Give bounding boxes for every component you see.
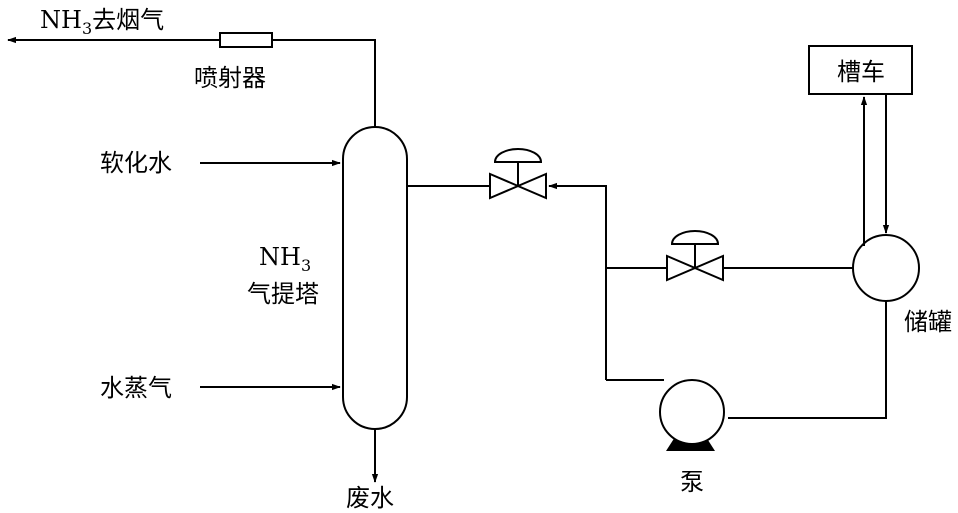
exhaust-line — [7, 36, 376, 128]
softened-water-label: 软化水 — [100, 149, 172, 177]
ejector — [219, 32, 273, 48]
storage-tank-label: 储罐 — [904, 308, 952, 336]
storage-tank — [852, 234, 920, 302]
ejector-label: 喷射器 — [194, 64, 266, 92]
control-valve-upper — [489, 148, 547, 200]
control-valve-lower — [666, 230, 724, 282]
recycle-header-line — [548, 182, 607, 380]
waste-water-label: 废水 — [346, 484, 394, 512]
tank-truck — [808, 45, 913, 95]
pump-suction-line — [728, 301, 887, 419]
tank-truck-label: 槽车 — [837, 58, 885, 86]
steam-label: 水蒸气 — [100, 374, 172, 402]
pump — [659, 379, 725, 451]
tower-name-label: 气提塔 — [247, 280, 319, 308]
stripping-tower — [342, 126, 408, 430]
exhaust-label: NH3去烟气 — [40, 6, 164, 38]
tower-formula-label: NH3 — [259, 243, 311, 275]
pump-label: 泵 — [680, 468, 704, 496]
